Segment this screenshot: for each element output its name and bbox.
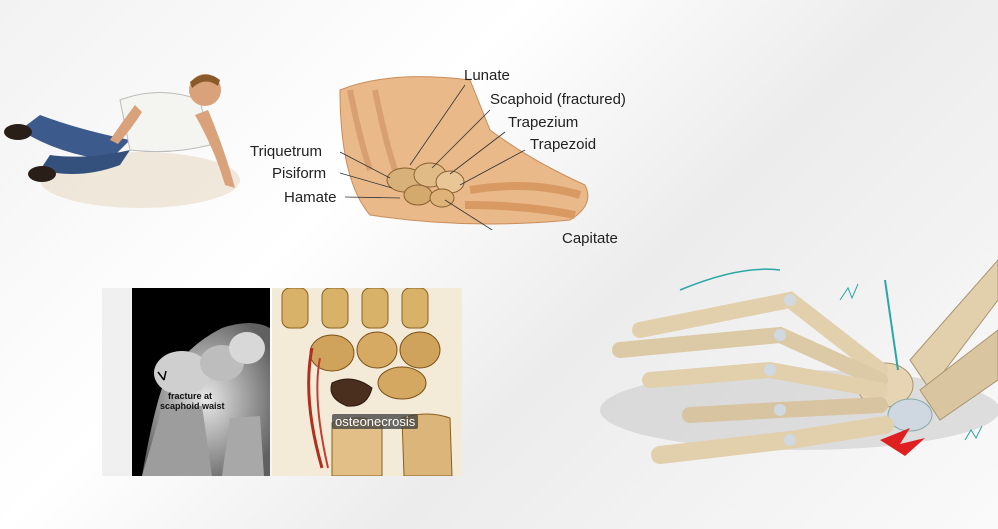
label-hamate: Hamate <box>284 189 337 206</box>
label-capitate: Capitate <box>562 230 618 247</box>
wrist-bone-diagram <box>339 76 589 230</box>
label-lunate: Lunate <box>464 67 510 84</box>
label-triquetrum: Triquetrum <box>250 143 322 160</box>
hand-skeleton-render <box>600 259 998 464</box>
xray-image <box>102 288 270 476</box>
xray-annotation-line2: scaphoid waist <box>160 401 225 411</box>
label-trapezium: Trapezium <box>508 114 579 131</box>
wrist-xray: fracture at scaphoid waist <box>102 288 270 476</box>
label-pisiform: Pisiform <box>272 165 327 182</box>
carpal-illustration <box>281 288 453 476</box>
label-scaphoid: Scaphoid (fractured) <box>490 91 626 108</box>
osteonecrosis-drawing: osteonecrosis <box>272 288 462 476</box>
label-osteonecrosis: osteonecrosis <box>332 414 419 429</box>
falling-man-illustration <box>4 74 240 208</box>
label-trapezoid: Trapezoid <box>530 136 597 153</box>
xray-annotation-line1: fracture at <box>168 391 213 401</box>
